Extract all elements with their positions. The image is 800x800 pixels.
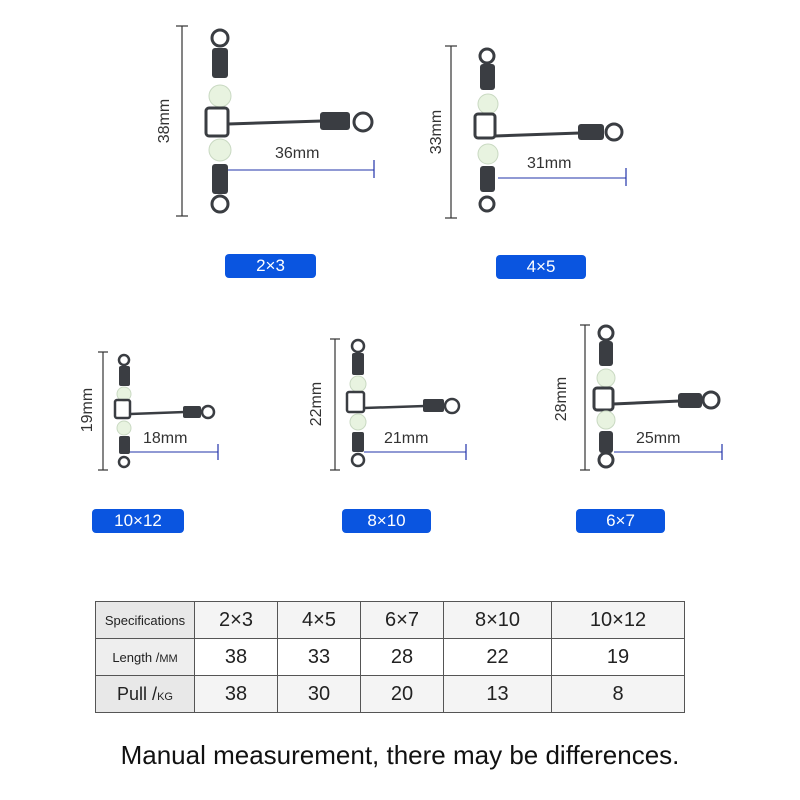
table-row-pull: Pull /KG 38 30 20 13 8 <box>95 675 685 713</box>
width-label: 21mm <box>384 430 429 447</box>
table-row-specifications: Specifications 2×3 4×5 6×7 8×10 10×12 <box>95 601 685 639</box>
swivel-10x12-image <box>98 351 219 471</box>
size-badge: 8×10 <box>342 509 431 533</box>
table-cell: 8 <box>551 675 685 713</box>
table-cell: 38 <box>194 675 278 713</box>
table-cell: 10×12 <box>551 601 685 639</box>
table-cell: 38 <box>194 638 278 676</box>
table-row-length: Length /MM 38 33 28 22 19 <box>95 638 685 676</box>
swivel-6x7-image <box>580 324 723 471</box>
size-badge: 6×7 <box>576 509 665 533</box>
size-badge: 2×3 <box>225 254 316 278</box>
table-cell: 30 <box>277 675 361 713</box>
size-badge: 4×5 <box>496 255 586 279</box>
length-header-text: Length / <box>112 649 160 665</box>
swivel-4x5-image <box>445 45 627 219</box>
table-cell: 6×7 <box>360 601 444 639</box>
table-cell: 13 <box>443 675 552 713</box>
table-cell: 4×5 <box>277 601 361 639</box>
size-badge: 10×12 <box>92 509 184 533</box>
width-label: 25mm <box>636 430 681 447</box>
table-cell: 33 <box>277 638 361 676</box>
width-label: 18mm <box>143 430 188 447</box>
table-cell: 8×10 <box>443 601 552 639</box>
row-header-pull: Pull /KG <box>95 675 195 713</box>
row-header-specifications: Specifications <box>95 601 195 639</box>
table-cell: 28 <box>360 638 444 676</box>
table-cell: 2×3 <box>194 601 278 639</box>
row-header-length: Length /MM <box>95 638 195 676</box>
swivel-8x10-image <box>330 338 467 471</box>
length-label: 28mm <box>553 376 570 422</box>
width-label: 31mm <box>527 155 572 172</box>
table-cell: 20 <box>360 675 444 713</box>
table-cell: 19 <box>551 638 685 676</box>
length-unit: MM <box>159 652 178 665</box>
table-cell: 22 <box>443 638 552 676</box>
pull-unit: KG <box>157 690 173 703</box>
spec-table: Specifications 2×3 4×5 6×7 8×10 10×12 Le… <box>95 601 685 713</box>
swivel-2x3-image <box>176 25 375 217</box>
pull-header-text: Pull / <box>117 683 158 704</box>
width-label: 36mm <box>275 145 320 162</box>
footnote: Manual measurement, there may be differe… <box>120 740 680 770</box>
